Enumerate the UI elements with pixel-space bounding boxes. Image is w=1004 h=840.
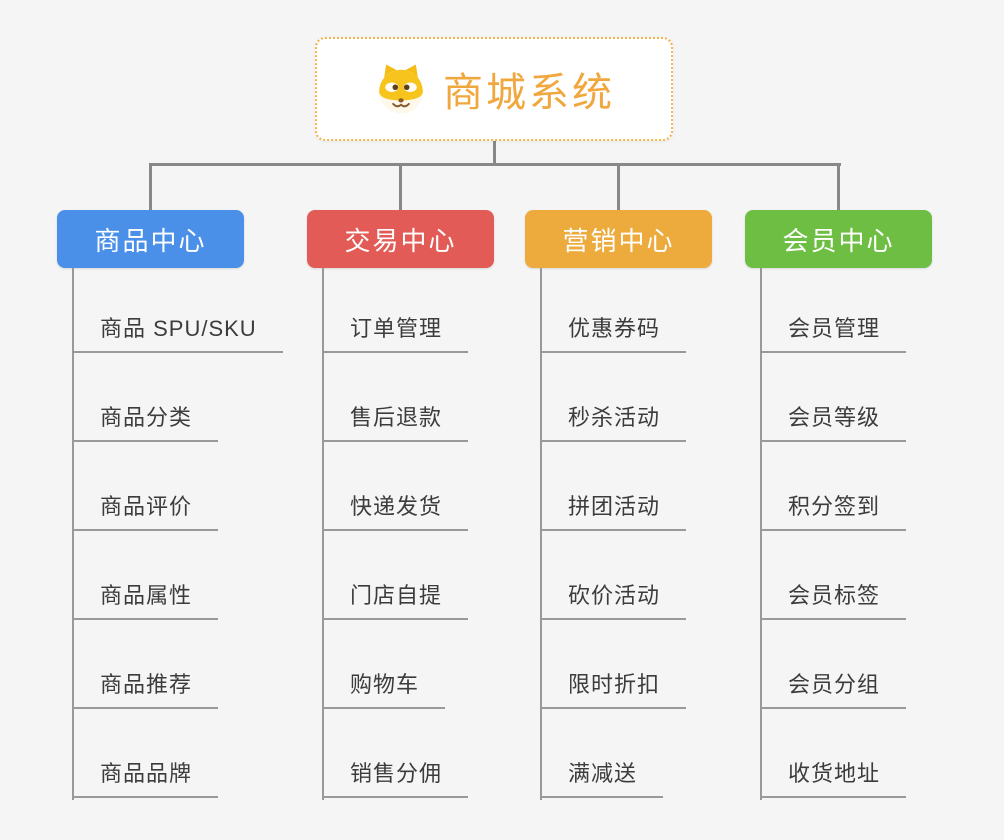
branch-member-center: 会员中心 会员管理 会员等级 积分签到 会员标签 会员分组 收货地址 (745, 210, 995, 820)
leaf-node[interactable]: 满减送 (540, 760, 664, 798)
leaf-node[interactable]: 快递发货 (322, 493, 469, 531)
leaf-node[interactable]: 会员等级 (760, 404, 907, 442)
branch-node-member-center[interactable]: 会员中心 (745, 210, 932, 268)
branch-node-marketing-center[interactable]: 营销中心 (525, 210, 712, 268)
connector-root-drop (493, 141, 496, 166)
leaf-node[interactable]: 商品属性 (72, 582, 219, 620)
branch-spine (72, 268, 74, 800)
leaf-node[interactable]: 砍价活动 (540, 582, 687, 620)
leaf-node[interactable]: 积分签到 (760, 493, 907, 531)
leaf-node[interactable]: 会员分组 (760, 671, 907, 709)
root-node[interactable]: 商城系统 (315, 37, 673, 141)
leaf-node[interactable]: 收货地址 (760, 760, 907, 798)
branch-spine (540, 268, 542, 800)
leaf-node[interactable]: 商品分类 (72, 404, 219, 442)
branch-trade-center: 交易中心 订单管理 售后退款 快递发货 门店自提 购物车 销售分佣 (307, 210, 557, 820)
leaf-node[interactable]: 订单管理 (322, 315, 469, 353)
branch-marketing-center: 营销中心 优惠券码 秒杀活动 拼团活动 砍价活动 限时折扣 满减送 (525, 210, 775, 820)
connector-branch-drop (617, 166, 620, 211)
dog-face-icon (379, 64, 423, 114)
connector-branch-drop (837, 166, 840, 211)
connector-branch-drop (149, 166, 152, 211)
leaf-node[interactable]: 商品评价 (72, 493, 219, 531)
leaf-node[interactable]: 秒杀活动 (540, 404, 687, 442)
leaf-node[interactable]: 拼团活动 (540, 493, 687, 531)
leaf-node[interactable]: 商品 SPU/SKU (72, 315, 283, 353)
branch-spine (322, 268, 324, 800)
leaf-node[interactable]: 会员管理 (760, 315, 907, 353)
branch-spine (760, 268, 762, 800)
leaf-node[interactable]: 销售分佣 (322, 760, 469, 798)
branch-product-center: 商品中心 商品 SPU/SKU 商品分类 商品评价 商品属性 商品推荐 商品品牌 (57, 210, 307, 820)
root-title: 商城系统 (443, 71, 615, 115)
connector-branch-drop (399, 166, 402, 211)
branch-node-product-center[interactable]: 商品中心 (57, 210, 244, 268)
branch-node-trade-center[interactable]: 交易中心 (307, 210, 494, 268)
leaf-node[interactable]: 商品品牌 (72, 760, 219, 798)
leaf-node[interactable]: 门店自提 (322, 582, 469, 620)
connector-horizontal (149, 163, 841, 166)
leaf-node[interactable]: 售后退款 (322, 404, 469, 442)
leaf-node[interactable]: 限时折扣 (540, 671, 687, 709)
leaf-node[interactable]: 购物车 (322, 671, 446, 709)
leaf-node[interactable]: 优惠券码 (540, 315, 687, 353)
leaf-node[interactable]: 会员标签 (760, 582, 907, 620)
leaf-node[interactable]: 商品推荐 (72, 671, 219, 709)
